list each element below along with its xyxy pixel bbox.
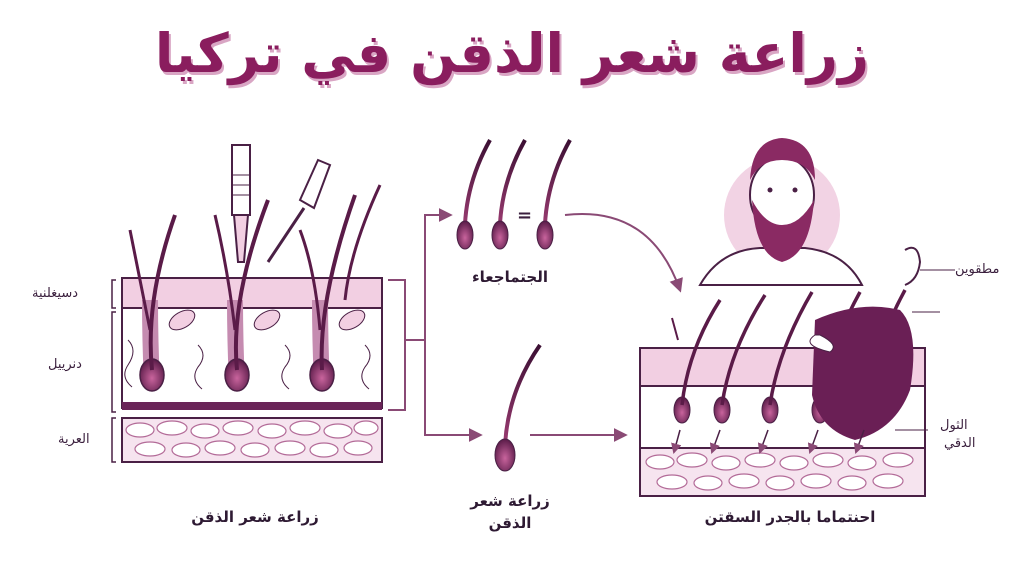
middle-single-follicle [494, 343, 542, 472]
right-label-side-line2: الدقي [944, 436, 976, 451]
right-label-side-line1: الثول [940, 418, 968, 433]
right-caption: احنتماما بالجدر السقتن [704, 508, 876, 526]
punch-tool-icon [231, 144, 251, 263]
middle-caption-line2: الذقن [488, 514, 532, 532]
page-title: زراعة شعر الذقن في تركيا [154, 22, 870, 85]
layer-label-fat: العرية [58, 432, 90, 447]
left-caption: زراعة شعر الذقن [191, 508, 319, 526]
middle-follicle-group [456, 139, 572, 250]
equal-symbol: = [517, 205, 533, 226]
forceps-tool-icon [266, 158, 332, 263]
layer-label-dermis: دنرييل [48, 357, 82, 372]
follicle-group-label: الجتماجعاء [472, 268, 548, 286]
left-follicles [124, 184, 382, 392]
middle-caption-line1: زراعة شعر [470, 492, 550, 510]
left-skin-diagram [111, 144, 483, 463]
right-label-top: مطقوين [955, 262, 1000, 277]
man-portrait [698, 138, 864, 286]
layer-label-epidermis: دسيغلنية [32, 286, 78, 301]
right-skin-diagram [639, 246, 955, 497]
